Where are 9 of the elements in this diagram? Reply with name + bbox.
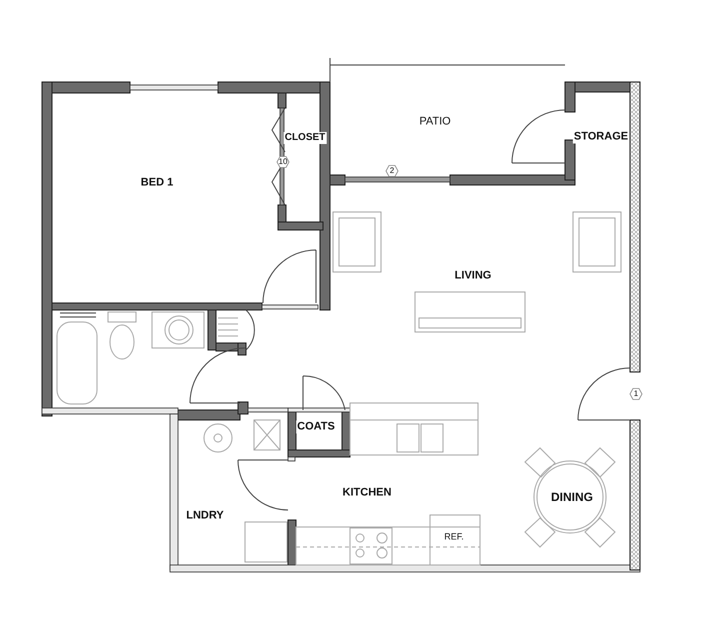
room-label: CLOSET — [284, 132, 326, 144]
tag-number: 10 — [276, 156, 290, 168]
room-label: STORAGE — [572, 130, 630, 144]
room-label: DINING — [550, 490, 594, 504]
tag-number: 2 — [386, 165, 398, 177]
room-label: COATS — [296, 420, 336, 434]
tag-number: 1 — [630, 388, 642, 400]
appliance-label: REF. — [444, 532, 464, 542]
room-label: PATIO — [419, 116, 451, 128]
